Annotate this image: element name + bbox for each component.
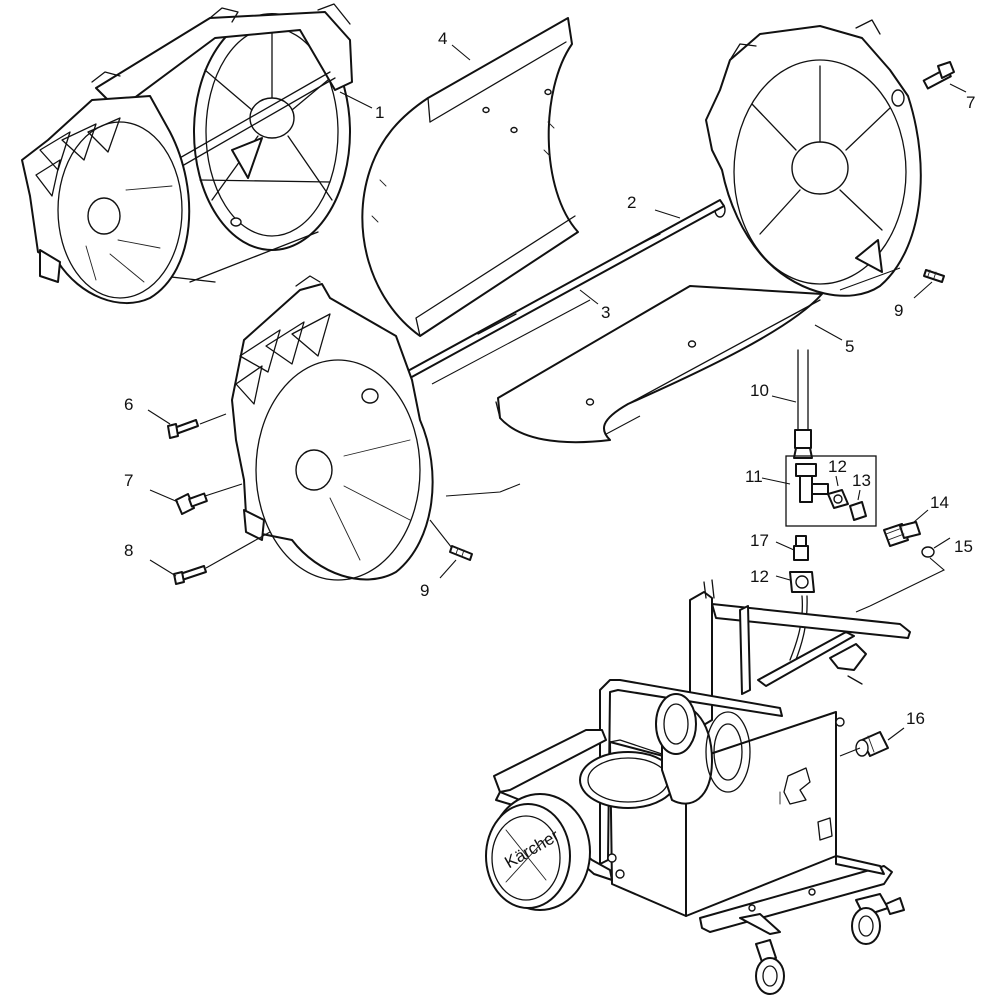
hose-10 bbox=[793, 349, 813, 459]
connector-16 bbox=[855, 731, 889, 757]
lower-curved-tray bbox=[495, 285, 823, 444]
nut-12 bbox=[827, 489, 849, 509]
connector-14 bbox=[883, 521, 921, 547]
o-ring-15 bbox=[921, 546, 935, 558]
reel-side-disc-right bbox=[705, 19, 922, 297]
callout-12-lower: 12 bbox=[750, 567, 769, 586]
callout-8: 8 bbox=[124, 541, 133, 560]
callout-9-left: 9 bbox=[420, 581, 429, 600]
cart-wheel-inner bbox=[655, 693, 697, 755]
callout-9-right: 9 bbox=[894, 301, 903, 320]
screw-right bbox=[923, 269, 945, 283]
callout-14: 14 bbox=[930, 493, 949, 512]
screw-6 bbox=[167, 419, 199, 439]
bolt-lower-left bbox=[175, 492, 208, 515]
callout-2: 2 bbox=[627, 193, 636, 212]
callout-1: 1 bbox=[375, 103, 384, 122]
callout-6: 6 bbox=[124, 395, 133, 414]
callout-11: 11 bbox=[745, 467, 763, 486]
callout-17: 17 bbox=[750, 531, 769, 550]
bolt-upper-right bbox=[922, 61, 955, 90]
callout-12-box: 12 bbox=[828, 457, 847, 476]
tee-fitting-11 bbox=[795, 463, 829, 503]
screw-left bbox=[449, 545, 473, 561]
callout-7-lower: 7 bbox=[124, 471, 133, 490]
callout-5: 5 bbox=[845, 337, 854, 356]
fitting-group-box bbox=[785, 455, 877, 527]
reel-housing-assembly-upper bbox=[21, 3, 353, 305]
callout-7-upper: 7 bbox=[966, 93, 975, 112]
upper-curved-cover bbox=[361, 17, 579, 337]
caster-front bbox=[755, 939, 785, 995]
callout-13: 13 bbox=[852, 471, 871, 490]
nipple-17 bbox=[793, 535, 809, 561]
screw-8 bbox=[173, 565, 207, 585]
callout-15: 15 bbox=[954, 537, 973, 556]
callout-4: 4 bbox=[438, 29, 447, 48]
cap-13 bbox=[849, 501, 867, 521]
callout-10: 10 bbox=[750, 381, 769, 400]
reel-housing-assembly-lower bbox=[231, 275, 434, 581]
nut-12-lower bbox=[789, 571, 815, 593]
callout-3: 3 bbox=[601, 303, 610, 322]
callout-16: 16 bbox=[906, 709, 925, 728]
caster-rear bbox=[851, 893, 905, 945]
cart-wheel-left: Kärcher bbox=[485, 793, 591, 911]
